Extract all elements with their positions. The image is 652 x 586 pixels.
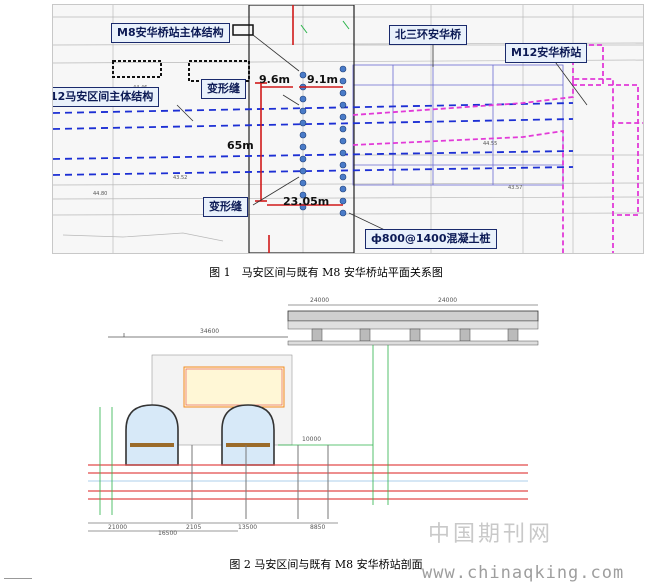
m12-tunnel-label: M12马安区间主体结构 bbox=[53, 87, 160, 107]
north-3rd-ring-bridge-label: 北三环安华桥 bbox=[389, 25, 467, 45]
bridge-deck bbox=[287, 304, 539, 346]
m12-station-outline bbox=[352, 44, 643, 253]
section-dim-top-left: 24000 bbox=[310, 297, 330, 304]
dimension-65: 65m bbox=[227, 139, 254, 152]
dimension-23-05: 23.05m bbox=[283, 195, 330, 208]
figure-1-caption: 图 1 马安区间与既有 M8 安华桥站平面关系图 bbox=[209, 266, 443, 279]
corner-mark bbox=[4, 578, 32, 579]
elevation-label: 43.52 bbox=[173, 175, 188, 181]
figure-1-plan: 44.46 44.80 43.52 44.55 43.57 M8安华桥站主体结构… bbox=[52, 4, 644, 254]
section-dim-left-span: 34600 bbox=[200, 328, 220, 335]
m12-station-label: M12安华桥站 bbox=[505, 43, 588, 63]
section-dim-bottom-d: 8850 bbox=[310, 524, 326, 531]
section-drawing bbox=[88, 304, 539, 532]
watermark-url: www.chinaqking.com bbox=[422, 563, 625, 583]
watermark-cn: 中国期刊网 bbox=[428, 522, 554, 547]
section-piles bbox=[191, 445, 329, 519]
bridge-outline bbox=[352, 64, 564, 186]
deform-joint-label-top: 变形缝 bbox=[201, 79, 246, 99]
elevation-label: 43.57 bbox=[508, 185, 523, 191]
figure-2-section: 24000 24000 34600 10000 21000 2105 13500… bbox=[88, 295, 550, 535]
leader-lines bbox=[176, 34, 588, 232]
pile-label: ф800@1400混凝土桩 bbox=[365, 229, 497, 249]
tunnels bbox=[125, 404, 275, 466]
plan-drawing bbox=[53, 5, 643, 253]
pile-rows bbox=[299, 65, 347, 217]
bottom-dimension-line bbox=[88, 522, 338, 532]
elevation-label: 44.80 bbox=[93, 191, 108, 197]
dimension-9-6: 9.6m bbox=[259, 73, 290, 86]
green-dimension-lines bbox=[99, 345, 389, 515]
section-dim-top-right: 24000 bbox=[438, 297, 458, 304]
elevation-label: 44.55 bbox=[483, 141, 498, 147]
m8-structure-label: M8安华桥站主体结构 bbox=[111, 23, 230, 43]
red-dimension-lines bbox=[255, 5, 343, 253]
green-ticks bbox=[300, 20, 350, 34]
section-dim-bottom-total: 16500 bbox=[158, 530, 178, 535]
section-dim-mid: 10000 bbox=[302, 436, 322, 443]
figure-2-caption: 图 2 马安区间与既有 M8 安华桥站剖面 bbox=[229, 558, 423, 571]
existing-tunnel-lines bbox=[88, 464, 528, 500]
m12-tunnel-lines bbox=[53, 102, 574, 176]
section-dim-bottom-b: 2105 bbox=[186, 524, 202, 531]
dimension-9-1: 9.1m bbox=[307, 73, 338, 86]
deform-joint-label-bottom: 变形缝 bbox=[203, 197, 248, 217]
section-dim-bottom-c: 13500 bbox=[238, 524, 258, 531]
section-dim-bottom-a: 21000 bbox=[108, 524, 128, 531]
